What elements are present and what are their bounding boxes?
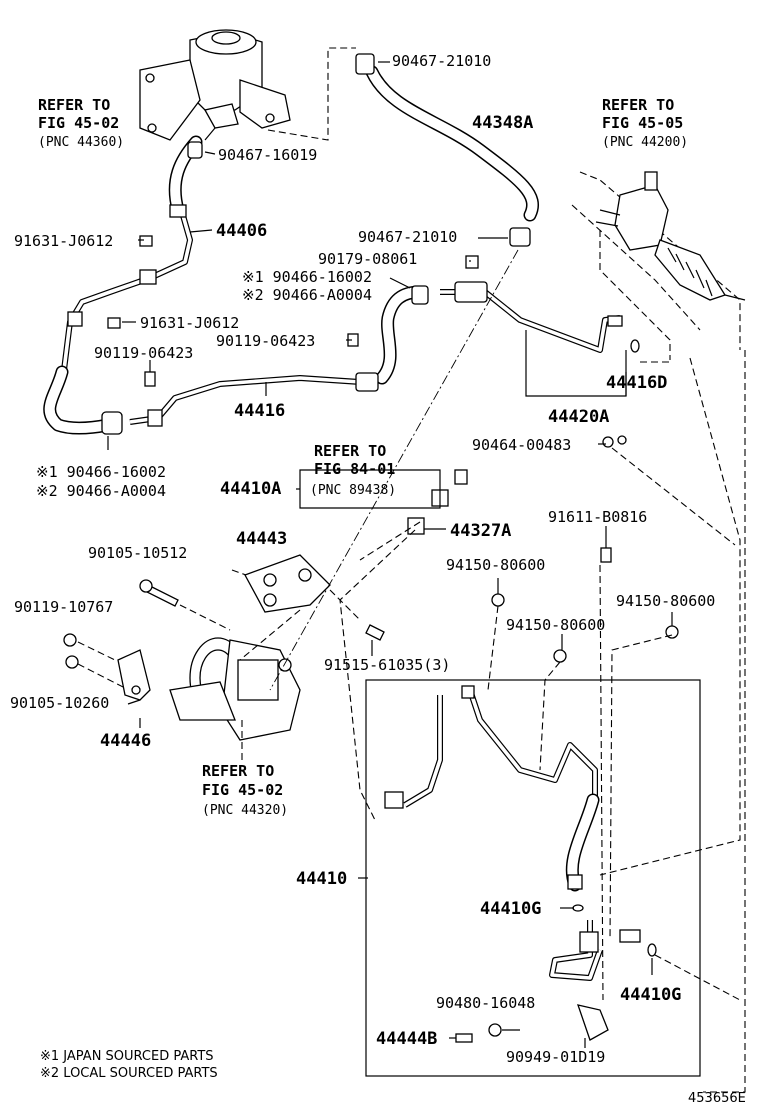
footnote-japan-sourced: ※1 JAPAN SOURCED PARTS (40, 1049, 214, 1064)
part-label-90105-10260: 90105-10260 (10, 694, 109, 712)
ref-top-left-line1: REFER TO (38, 96, 110, 114)
part-label-90466-16002-top: ※1 90466-16002 (242, 268, 372, 286)
ref-top-right-line2: FIG 45-05 (602, 114, 683, 132)
part-label-90467-21010-top: 90467-21010 (392, 52, 491, 70)
part-label-90464-00483: 90464-00483 (472, 436, 571, 454)
diagram-id: 453656E (688, 1091, 746, 1106)
part-label-90467-21010-mid: 90467-21010 (358, 228, 457, 246)
pressure-hose-44410-box (365, 679, 701, 1077)
ref-middle-line2: FIG 84-01 (314, 460, 395, 478)
part-label-90105-10512: 90105-10512 (88, 544, 187, 562)
bracket-44443 (244, 554, 331, 613)
part-label-91631-J0612-a: 91631-J0612 (14, 232, 113, 250)
part-label-44416D: 44416D (606, 373, 667, 393)
part-label-90480-16048: 90480-16048 (436, 994, 535, 1012)
footnote-local-sourced: ※2 LOCAL SOURCED PARTS (40, 1066, 218, 1081)
ref-middle-line1: REFER TO (314, 442, 386, 460)
part-label-91515-61035: 91515-61035(3) (324, 656, 450, 674)
part-label-44416: 44416 (234, 401, 285, 421)
hose-44348A (355, 53, 539, 247)
bracket-44446 (117, 649, 151, 701)
reservoir-assembly (139, 29, 291, 141)
ref-top-left-line2: FIG 45-02 (38, 114, 119, 132)
ref-top-left: REFER TO FIG 45-02 (PNC 44360) (38, 96, 124, 150)
part-label-44443: 44443 (236, 529, 287, 549)
part-label-90466-16002-bot: ※1 90466-16002 (36, 463, 166, 481)
part-label-94150-80600-b: 94150-80600 (506, 616, 605, 634)
part-label-44406: 44406 (216, 221, 267, 241)
part-label-94150-80600-c: 94150-80600 (616, 592, 715, 610)
ref-bottom-line3: (PNC 44320) (202, 803, 288, 818)
ref-middle-line3: (PNC 89438) (310, 483, 396, 498)
part-label-44410G-a: 44410G (480, 899, 541, 919)
part-label-44410: 44410 (296, 869, 347, 889)
part-label-44410G-b: 44410G (620, 985, 681, 1005)
bolts-pump (63, 579, 385, 669)
part-label-90119-06423-a: 90119-06423 (94, 344, 193, 362)
footnotes: ※1 JAPAN SOURCED PARTS ※2 LOCAL SOURCED … (40, 1049, 746, 1106)
ref-bottom: REFER TO FIG 45-02 (PNC 44320) (202, 762, 288, 818)
part-label-44420A: 44420A (548, 407, 609, 427)
part-label-44410A: 44410A (220, 479, 281, 499)
ref-top-left-line3: (PNC 44360) (38, 135, 124, 150)
part-label-90466-A0004-top: ※2 90466-A0004 (242, 286, 372, 304)
ref-bottom-line2: FIG 45-02 (202, 781, 283, 799)
leader-lines (107, 61, 673, 1048)
part-label-91631-J0612-b: 91631-J0612 (140, 314, 239, 332)
ref-top-right-line1: REFER TO (602, 96, 674, 114)
part-label-44348A: 44348A (472, 113, 533, 133)
part-label-90467-16019: 90467-16019 (218, 146, 317, 164)
part-labels: 90467-21010 44348A 90467-16019 44406 916… (10, 52, 715, 1066)
ref-top-right-line3: (PNC 44200) (602, 135, 688, 150)
steering-gear-assembly (571, 171, 746, 360)
hose-44406 (43, 135, 203, 435)
power-steering-pump (169, 637, 301, 741)
ref-top-right: REFER TO FIG 45-05 (PNC 44200) (602, 96, 688, 150)
part-label-90119-10767: 90119-10767 (14, 598, 113, 616)
part-label-90466-A0004-bot: ※2 90466-A0004 (36, 482, 166, 500)
part-label-44327A: 44327A (450, 521, 511, 541)
ref-bottom-line1: REFER TO (202, 762, 274, 780)
pipe-44416D (440, 281, 640, 353)
part-label-90119-06423-b: 90119-06423 (216, 332, 315, 350)
part-label-90949-01D19: 90949-01D19 (506, 1048, 605, 1066)
pipe-44416 (129, 285, 429, 427)
part-label-94150-80600-a: 94150-80600 (446, 556, 545, 574)
part-label-44446: 44446 (100, 731, 151, 751)
part-label-44444B: 44444B (376, 1029, 437, 1049)
ref-middle: REFER TO FIG 84-01 (PNC 89438) (310, 442, 396, 498)
part-label-90179-08061: 90179-08061 (318, 250, 417, 268)
part-label-91611-B0816: 91611-B0816 (548, 508, 647, 526)
